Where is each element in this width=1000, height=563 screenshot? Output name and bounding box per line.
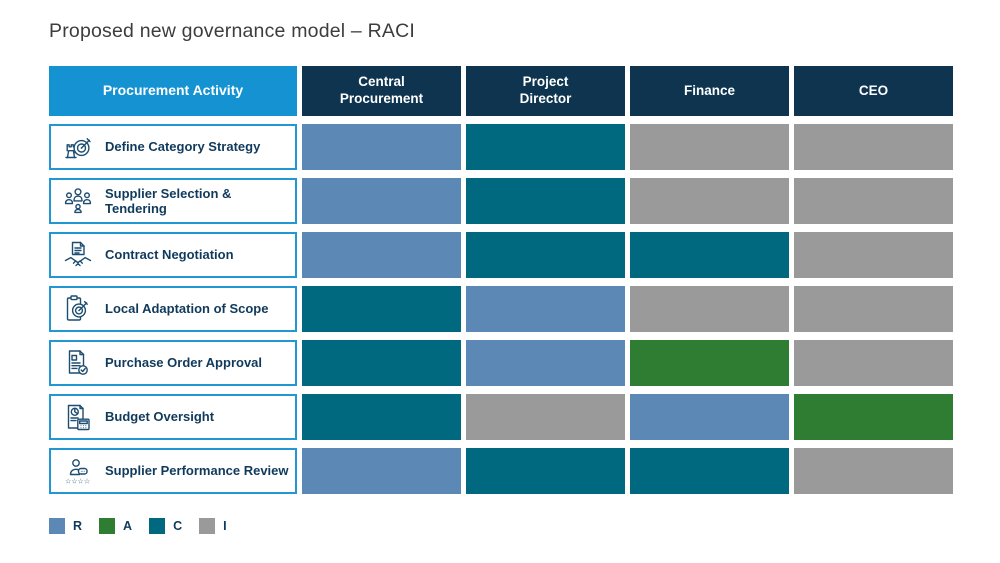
activity-cell-contract-negotiation: Contract Negotiation (49, 232, 297, 278)
raci-cell (794, 340, 953, 386)
raci-cell (794, 286, 953, 332)
legend-swatch-c (149, 518, 166, 534)
column-header-procurement-activity: Procurement Activity (49, 66, 297, 116)
activity-label: Supplier Selection & Tendering (105, 185, 232, 216)
activity-label: Supplier Performance Review (105, 463, 289, 479)
raci-cell (630, 286, 789, 332)
raci-cell (302, 286, 461, 332)
column-header-ceo: CEO (794, 66, 953, 116)
budget-calculator-icon (60, 397, 96, 437)
purchase-order-check-icon (60, 343, 96, 383)
raci-cell (466, 286, 625, 332)
legend-label-r: R (73, 519, 83, 533)
raci-cell (630, 394, 789, 440)
raci-cell (302, 448, 461, 494)
page-title: Proposed new governance model – RACI (49, 20, 415, 42)
activity-cell-supplier-performance-review: ☆☆☆☆ Supplier Performance Review (49, 448, 297, 494)
legend-item-accountable: A (99, 518, 132, 534)
raci-cell (466, 394, 625, 440)
legend-label-a: A (123, 519, 133, 533)
clipboard-target-icon (60, 289, 96, 329)
raci-cell (794, 394, 953, 440)
raci-legend: R A C I (49, 518, 1000, 534)
activity-label: Define Category Strategy (105, 139, 261, 155)
raci-matrix: Procurement Activity Central Procurement… (49, 66, 953, 494)
strategy-target-icon (60, 127, 96, 167)
activity-cell-define-category-strategy: Define Category Strategy (49, 124, 297, 170)
performance-review-icon: ☆☆☆☆ (60, 451, 96, 491)
raci-cell (302, 232, 461, 278)
raci-cell (466, 340, 625, 386)
svg-text:☆☆☆☆: ☆☆☆☆ (65, 478, 90, 486)
raci-cell (630, 448, 789, 494)
raci-cell (630, 178, 789, 224)
legend-item-responsible: R (49, 518, 82, 534)
raci-cell (466, 232, 625, 278)
raci-cell (630, 124, 789, 170)
raci-cell (302, 340, 461, 386)
raci-cell (302, 178, 461, 224)
raci-cell (794, 124, 953, 170)
activity-label: Budget Oversight (105, 409, 215, 425)
legend-label-c: C (173, 519, 183, 533)
activity-cell-purchase-order-approval: Purchase Order Approval (49, 340, 297, 386)
contract-handshake-icon (60, 235, 96, 275)
activity-label: Purchase Order Approval (105, 355, 263, 371)
legend-item-consulted: C (149, 518, 182, 534)
column-header-finance: Finance (630, 66, 789, 116)
legend-swatch-a (99, 518, 116, 534)
column-header-central-procurement: Central Procurement (302, 66, 461, 116)
raci-cell (630, 232, 789, 278)
raci-cell (466, 124, 625, 170)
activity-label: Local Adaptation of Scope (105, 301, 269, 317)
raci-cell (630, 340, 789, 386)
raci-cell (466, 178, 625, 224)
raci-cell (302, 124, 461, 170)
legend-item-informed: I (199, 518, 227, 534)
supplier-people-icon (60, 181, 96, 221)
column-header-project-director: Project Director (466, 66, 625, 116)
raci-cell (302, 394, 461, 440)
raci-cell (466, 448, 625, 494)
raci-cell (794, 232, 953, 278)
raci-cell (794, 448, 953, 494)
legend-swatch-i (199, 518, 216, 534)
legend-label-i: I (223, 519, 227, 533)
activity-cell-supplier-selection-tendering: Supplier Selection & Tendering (49, 178, 297, 224)
activity-cell-local-adaptation-of-scope: Local Adaptation of Scope (49, 286, 297, 332)
raci-cell (794, 178, 953, 224)
activity-cell-budget-oversight: Budget Oversight (49, 394, 297, 440)
activity-label: Contract Negotiation (105, 247, 234, 263)
legend-swatch-r (49, 518, 65, 534)
